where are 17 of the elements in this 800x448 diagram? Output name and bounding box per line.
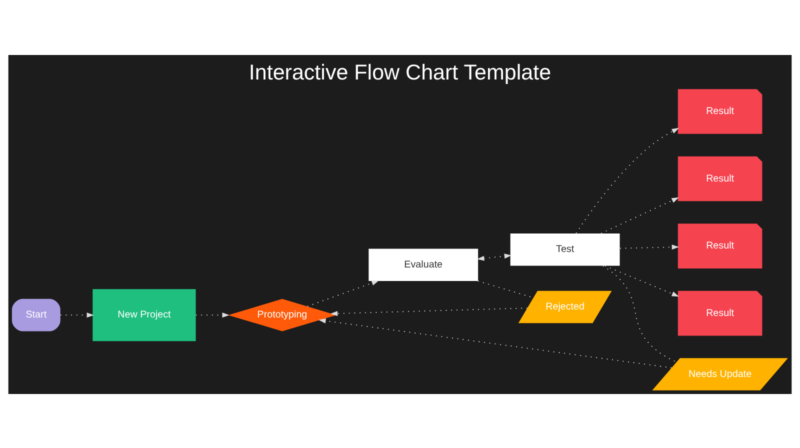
- arrow: [318, 318, 672, 368]
- arrow: [604, 264, 679, 296]
- node-box: New Project: [92, 288, 196, 341]
- node-box: Test: [510, 232, 620, 266]
- arrow: [60, 312, 94, 318]
- arrow: [600, 196, 679, 234]
- node-box: Evaluate: [368, 248, 478, 280]
- arrow: [306, 280, 379, 306]
- arrow: [620, 244, 680, 250]
- connector: [602, 264, 677, 362]
- diagram-title: Interactive Flow Chart Template: [248, 60, 552, 84]
- arrow: [576, 127, 679, 234]
- node-diamond: Prototyping: [228, 298, 336, 331]
- arrow: [330, 307, 528, 316]
- node-box: Start: [12, 298, 60, 331]
- arrow: [195, 312, 230, 318]
- arrow: [477, 253, 512, 260]
